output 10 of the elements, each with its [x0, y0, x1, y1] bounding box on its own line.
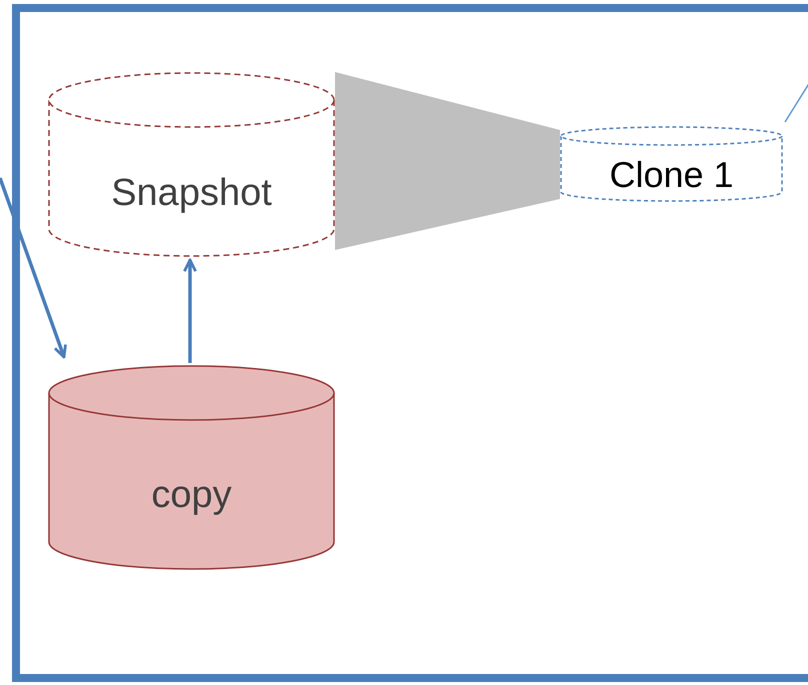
- frame-box: [12, 4, 808, 682]
- node-label: Clone 1: [609, 152, 734, 196]
- node-label: copy: [151, 473, 232, 518]
- clone-cylinder: [560, 126, 783, 203]
- node-label: Snapshot: [111, 170, 272, 216]
- arrow: [183, 258, 197, 363]
- connector-wedge: [335, 72, 560, 250]
- copy-cylinder: [48, 365, 335, 571]
- arrow: [0, 177, 67, 358]
- snapshot-cylinder: [48, 72, 335, 258]
